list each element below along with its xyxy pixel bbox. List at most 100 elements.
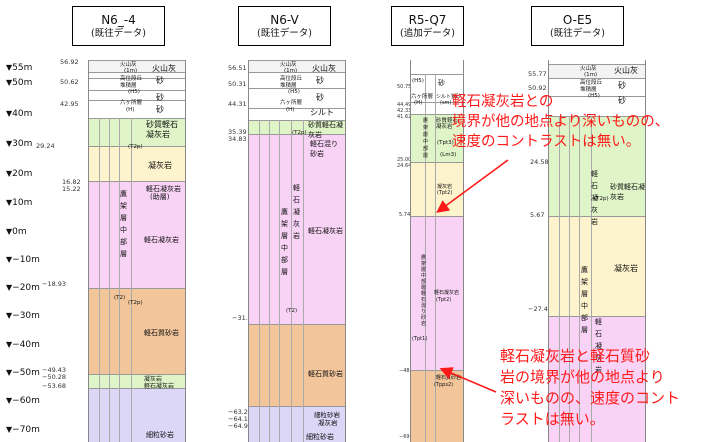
layer-pumice-sand bbox=[249, 120, 345, 134]
layer-label: 六ヶ所層 bbox=[411, 94, 434, 100]
depth-label: −63.26 bbox=[228, 408, 253, 416]
layer-label: 砂 bbox=[156, 93, 164, 102]
layer-label: 凝灰岩 bbox=[144, 376, 163, 383]
elevation-label: 50m bbox=[6, 78, 32, 88]
depth-label: −18.93 bbox=[42, 280, 67, 288]
elevation-label: −50m bbox=[6, 368, 40, 378]
layer-label: 火山灰 bbox=[120, 62, 137, 68]
elevation-label: −20m bbox=[6, 283, 40, 293]
layer-label: 砂 bbox=[618, 96, 626, 105]
layer-label: 六ヶ所層 bbox=[120, 100, 143, 106]
layer-label: (H5) bbox=[288, 89, 300, 95]
layer-label: (Tpt3) bbox=[437, 140, 454, 146]
elevation-label: −30m bbox=[6, 311, 40, 321]
depth-label: −50.28 bbox=[42, 373, 67, 381]
layer-label: 高位段丘 bbox=[120, 76, 143, 82]
layer-label: 堆積層 bbox=[580, 87, 597, 93]
layer-pumice-sandstone bbox=[249, 324, 345, 406]
layer-label: 砂質軽石凝灰岩 bbox=[436, 118, 459, 130]
header-note: (追加データ) bbox=[400, 27, 455, 39]
layer-label: 火山灰 bbox=[614, 66, 638, 75]
layer-label: 軽石凝灰岩 bbox=[144, 383, 175, 390]
layer-pumice-tuff bbox=[89, 181, 185, 288]
depth-label: 24.64 bbox=[397, 163, 412, 169]
layer-label: (Lm3) bbox=[440, 152, 457, 158]
header-o-e5: O-E5 (既往データ) bbox=[531, 6, 624, 46]
layer-label: 軽石凝灰岩 bbox=[308, 227, 343, 235]
layer-terrace bbox=[249, 72, 345, 88]
annotation-text-top: 軽石凝灰岩との 境界が他の地点より深いものの、 速度のコントラストは無い。 bbox=[452, 94, 670, 150]
layer-silt bbox=[249, 108, 345, 120]
depth-label: 34.83 bbox=[228, 135, 247, 143]
layer-label: 六ヶ所層 bbox=[280, 100, 303, 106]
layer-label: 火山灰 bbox=[312, 64, 336, 73]
layer-sand bbox=[549, 96, 645, 116]
layer-pumice-tuff bbox=[249, 134, 345, 324]
layer-label: (T2p) bbox=[128, 144, 143, 150]
header-r5-q7: R5-Q7 (追加データ) bbox=[391, 6, 464, 46]
column-divider bbox=[279, 120, 280, 442]
column-divider bbox=[99, 118, 100, 442]
elevation-label: −60m bbox=[6, 396, 40, 406]
layer-volcanic-ash bbox=[549, 64, 645, 78]
layer-tuff-thin bbox=[89, 374, 185, 388]
layer-label: (助層) bbox=[150, 193, 170, 201]
elevation-label: −70m bbox=[6, 425, 40, 435]
layer-volcanic-ash bbox=[89, 60, 185, 72]
borehole-column-o-e5 bbox=[548, 60, 646, 442]
layer-fine-sandstone bbox=[249, 406, 345, 442]
depth-label: 44.31 bbox=[228, 100, 247, 108]
depth-label: 50.92 bbox=[528, 84, 547, 92]
depth-label: 55.77 bbox=[528, 70, 547, 78]
depth-label: 41.62 bbox=[397, 114, 412, 120]
layer-label: (Tpps2) bbox=[434, 382, 454, 388]
column-divider bbox=[269, 120, 270, 442]
column-divider bbox=[591, 116, 592, 442]
layer-label: 細粒砂岩 bbox=[306, 433, 334, 441]
header-n6-v: N6-V (既往データ) bbox=[238, 6, 331, 46]
depth-label: 5.67 bbox=[530, 211, 545, 219]
layer-label: (H5) bbox=[128, 89, 140, 95]
depth-label: 24.58 bbox=[530, 158, 549, 166]
depth-label: −48.50 bbox=[399, 368, 418, 374]
depth-label: 56.51 bbox=[228, 64, 247, 72]
elevation-label: −10m bbox=[6, 255, 40, 265]
layer-label: (T2) bbox=[114, 295, 126, 301]
elevation-label: 10m bbox=[6, 198, 32, 208]
depth-label: −53.68 bbox=[42, 382, 67, 390]
layer-label: 堆積層 bbox=[120, 83, 137, 89]
depth-label: −49.43 bbox=[42, 366, 67, 374]
column-divider bbox=[119, 118, 120, 442]
depth-label: −64.99 bbox=[228, 422, 253, 430]
layer-label: 軽石凝灰岩 bbox=[146, 185, 181, 193]
column-divider bbox=[559, 116, 560, 442]
layer-pumice-sandstone bbox=[411, 370, 463, 442]
strata-label: 鷹架層中部層 bbox=[581, 266, 588, 334]
depth-label: 50.75 bbox=[397, 84, 412, 90]
column-divider bbox=[579, 116, 580, 442]
layer-rokkasho bbox=[249, 88, 345, 108]
column-divider bbox=[435, 74, 436, 442]
header-title: N6_-4 bbox=[101, 12, 136, 27]
strata-label: 鷹架層中部層 bbox=[422, 118, 428, 159]
layer-label: 軽石質砂岩 bbox=[308, 370, 343, 378]
layer-label: 砂 bbox=[156, 105, 164, 114]
depth-label: −64.11 bbox=[228, 415, 253, 423]
strata-label: 軽石凝灰岩 bbox=[293, 184, 300, 240]
layer-rokkasho bbox=[89, 100, 185, 118]
depth-label: 50.62 bbox=[60, 78, 79, 86]
layer-label: (T2p) bbox=[292, 130, 307, 136]
layer-terrace bbox=[549, 78, 645, 96]
elevation-label: −40m bbox=[6, 340, 40, 350]
layer-label: (H5) bbox=[412, 78, 424, 84]
strata-label: 軽石凝灰岩 bbox=[595, 318, 602, 374]
depth-label: 29.24 bbox=[36, 142, 55, 150]
layer-fine-sandstone bbox=[89, 388, 185, 442]
layer-label: 軽石混り砂岩 bbox=[310, 140, 338, 158]
depth-label: 42.95 bbox=[60, 100, 79, 108]
column-divider bbox=[291, 120, 292, 442]
layer-label: 砂質軽石凝灰岩 bbox=[146, 120, 178, 139]
layer-label: 砂 bbox=[156, 76, 164, 85]
layer-label: 凝灰岩 bbox=[614, 264, 638, 273]
layer-label: 火山灰 bbox=[280, 62, 297, 68]
